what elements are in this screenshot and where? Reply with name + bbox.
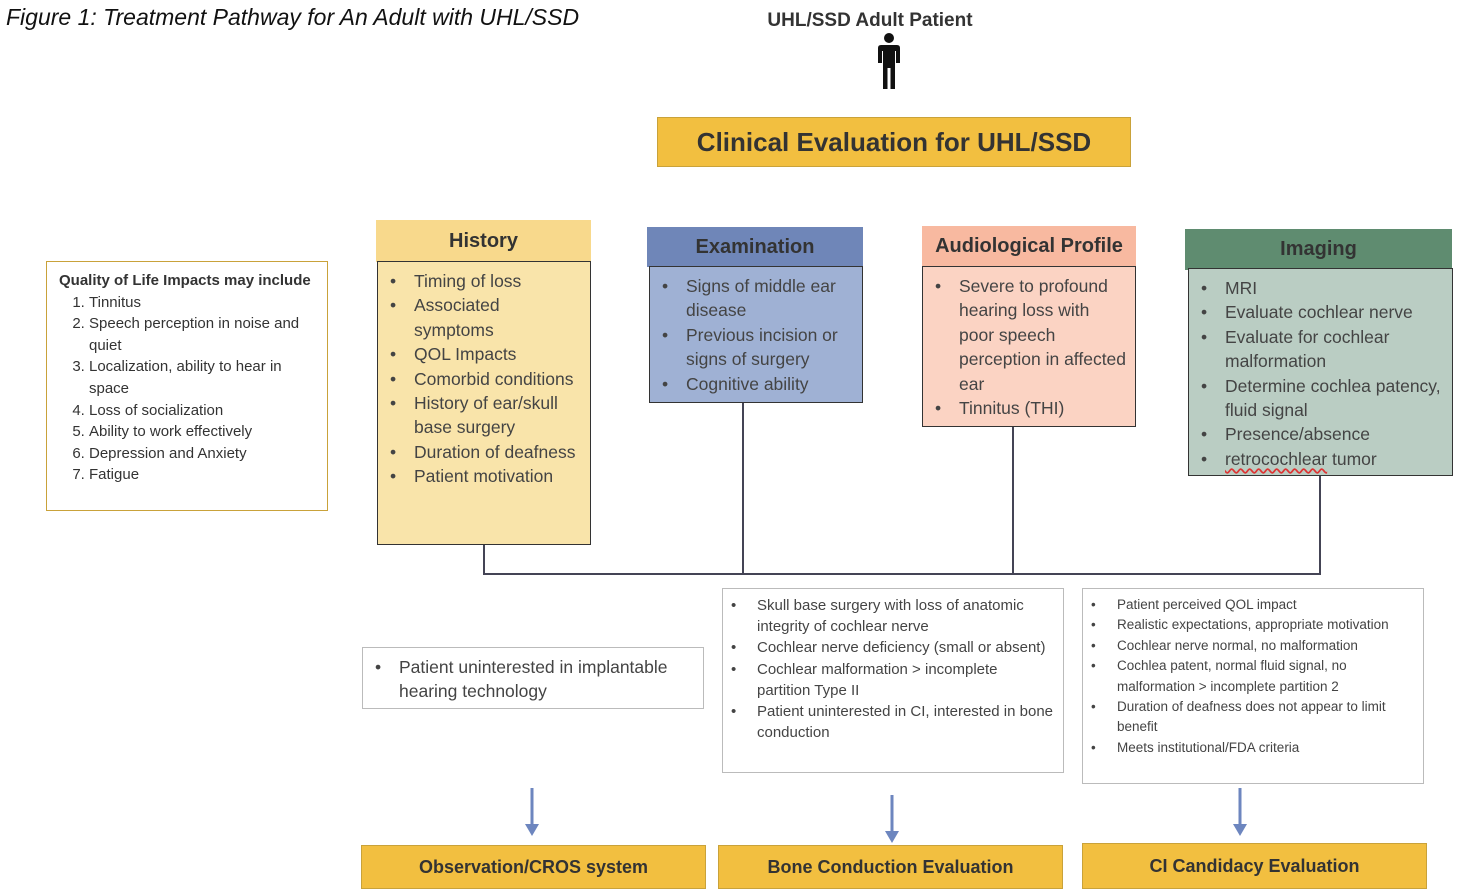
history-item: Duration of deafness	[390, 440, 584, 465]
examination-item: Signs of middle ear disease	[662, 274, 856, 323]
history-header: History	[376, 220, 591, 262]
audiological-box: Severe to profound hearing loss with poo…	[922, 266, 1136, 427]
connector-imaging	[1319, 476, 1321, 575]
qol-item: Ability to work effectively	[89, 421, 319, 443]
history-box: Timing of lossAssociated symptomsQOL Imp…	[377, 261, 591, 545]
figure-title: Figure 1: Treatment Pathway for An Adult…	[6, 4, 580, 30]
qol-list: TinnitusSpeech perception in noise and q…	[59, 292, 319, 486]
bone-criteria-list: Skull base surgery with loss of anatomic…	[725, 595, 1055, 743]
imaging-last-item: retrocochlear tumor	[1201, 447, 1446, 472]
outcome-observation-box: Observation/CROS system	[361, 845, 706, 889]
ci-criteria-list: Patient perceived QOL impactRealistic ex…	[1085, 595, 1415, 759]
bone-criteria-item: Cochlear malformation > incomplete parti…	[731, 659, 1055, 701]
qol-title: Quality of Life Impacts may include	[59, 272, 311, 289]
qol-item: Fatigue	[89, 464, 319, 486]
history-item: Associated symptoms	[390, 293, 584, 342]
examination-item: Cognitive ability	[662, 372, 856, 397]
history-item: History of ear/skull base surgery	[390, 391, 584, 440]
imaging-item: Determine cochlea patency, fluid signal	[1201, 374, 1446, 423]
imaging-item: Evaluate cochlear nerve	[1201, 300, 1446, 325]
connector-audiological	[1012, 427, 1014, 575]
observation-criteria-list: Patient uninterested in implantable hear…	[369, 655, 695, 704]
imaging-box: MRIEvaluate cochlear nerveEvaluate for c…	[1188, 268, 1453, 476]
qol-item: Depression and Anxiety	[89, 443, 319, 465]
examination-list: Signs of middle ear diseasePrevious inci…	[656, 274, 856, 396]
ci-criteria-item: Cochlea patent, normal fluid signal, no …	[1091, 656, 1415, 697]
outcome-bone-box: Bone Conduction Evaluation	[718, 845, 1063, 889]
clinical-evaluation-box: Clinical Evaluation for UHL/SSD	[657, 117, 1131, 167]
qol-impacts-box: Quality of Life Impacts may include Tinn…	[46, 261, 328, 511]
outcome-ci-box: CI Candidacy Evaluation	[1082, 843, 1427, 889]
imaging-item: Presence/absence	[1201, 422, 1446, 447]
connector-horizontal	[483, 573, 1321, 575]
ci-criteria-item: Cochlear nerve normal, no malformation	[1091, 636, 1415, 657]
examination-item: Previous incision or signs of surgery	[662, 323, 856, 372]
qol-item: Loss of socialization	[89, 400, 319, 422]
imaging-item: MRI	[1201, 276, 1446, 301]
observation-criteria-box: Patient uninterested in implantable hear…	[362, 647, 704, 709]
ci-criteria-item: Duration of deafness does not appear to …	[1091, 697, 1415, 738]
history-item: Timing of loss	[390, 269, 584, 294]
bone-criteria-item: Cochlear nerve deficiency (small or abse…	[731, 637, 1055, 658]
connector-examination	[742, 403, 744, 575]
imaging-last-rest: tumor	[1327, 448, 1377, 469]
bone-criteria-item: Skull base surgery with loss of anatomic…	[731, 595, 1055, 637]
audiological-item: Severe to profound hearing loss with poo…	[935, 274, 1129, 396]
qol-item: Localization, ability to hear in space	[89, 356, 319, 399]
audiological-list: Severe to profound hearing loss with poo…	[929, 274, 1129, 421]
history-item: Patient motivation	[390, 464, 584, 489]
patient-label: UHL/SSD Adult Patient	[767, 10, 973, 31]
history-item: QOL Impacts	[390, 342, 584, 367]
ci-criteria-item: Patient perceived QOL impact	[1091, 595, 1415, 616]
imaging-item: Evaluate for cochlear malformation	[1201, 325, 1446, 374]
imaging-list: MRIEvaluate cochlear nerveEvaluate for c…	[1195, 276, 1446, 447]
bone-criteria-item: Patient uninterested in CI, interested i…	[731, 701, 1055, 743]
bone-criteria-box: Skull base surgery with loss of anatomic…	[722, 588, 1064, 773]
arrow-down-icon	[525, 788, 539, 836]
qol-item: Speech perception in noise and quiet	[89, 313, 319, 356]
examination-header: Examination	[647, 227, 863, 267]
connector-history	[483, 545, 485, 575]
audiological-header: Audiological Profile	[922, 226, 1136, 267]
history-item: Comorbid conditions	[390, 367, 584, 392]
imaging-last-underlined: retrocochlear	[1225, 448, 1328, 469]
person-icon	[878, 33, 900, 89]
imaging-header: Imaging	[1185, 229, 1452, 270]
ci-criteria-item: Realistic expectations, appropriate moti…	[1091, 615, 1415, 636]
examination-box: Signs of middle ear diseasePrevious inci…	[649, 266, 863, 403]
ci-criteria-item: Meets institutional/FDA criteria	[1091, 738, 1415, 759]
arrow-down-icon	[885, 795, 899, 843]
qol-item: Tinnitus	[89, 292, 319, 314]
history-list: Timing of lossAssociated symptomsQOL Imp…	[384, 269, 584, 489]
audiological-item: Tinnitus (THI)	[935, 396, 1129, 421]
arrow-down-icon	[1233, 788, 1247, 836]
ci-criteria-box: Patient perceived QOL impactRealistic ex…	[1082, 588, 1424, 784]
observation-criteria-item: Patient uninterested in implantable hear…	[375, 655, 695, 704]
